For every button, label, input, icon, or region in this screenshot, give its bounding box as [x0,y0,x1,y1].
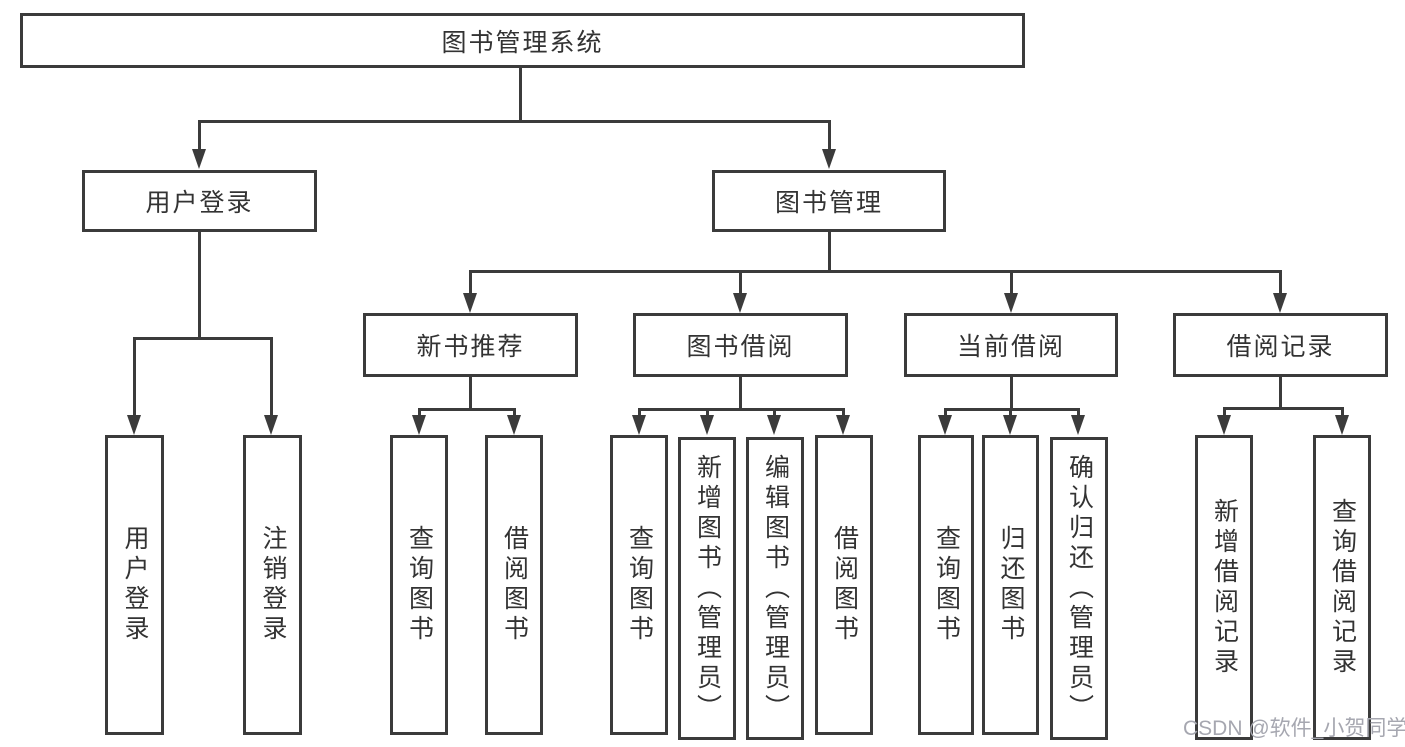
node-query-books-current: 查询图书 [918,435,974,735]
connector-line [1077,408,1080,418]
node-current-borrow: 当前借阅 [904,313,1118,377]
connector-line [638,408,641,418]
watermark-text: CSDN @软件_小贺同学 [1183,717,1405,740]
node-label: 编辑图书（管理员） [761,453,790,724]
node-user-login: 用户登录 [82,170,317,232]
connector-arrow [463,293,477,313]
connector-line [739,377,742,411]
connector-line [1223,407,1226,418]
node-label: 当前借阅 [956,333,1065,361]
connector-arrow [1003,415,1017,435]
connector-line [133,337,136,418]
connector-line [1010,270,1013,296]
node-label: 图书管理系统 [441,28,604,57]
node-label: 新增图书（管理员） [693,453,722,724]
node-borrow-records: 借阅记录 [1173,313,1388,377]
node-label: 查询图书 [932,525,961,645]
connector-arrow [938,415,952,435]
connector-line [198,120,201,152]
node-label: 借阅图书 [500,525,529,645]
node-user-login-leaf: 用户登录 [105,435,164,735]
node-return-books: 归还图书 [982,435,1039,735]
node-query-books-borrow: 查询图书 [610,435,668,735]
connector-arrow [836,415,850,435]
connector-arrow [822,149,836,169]
connector-arrow [1273,293,1287,313]
connector-line [638,408,845,411]
node-label: 查询借阅记录 [1328,497,1357,678]
node-label: 查询图书 [405,525,434,645]
connector-line [418,408,516,411]
node-label: 图书管理 [774,189,883,217]
connector-arrow [192,149,206,169]
connector-line [1279,377,1282,410]
connector-arrow [1217,415,1231,435]
node-borrow-books: 借阅图书 [815,435,873,735]
connector-arrow [733,293,747,313]
node-root: 图书管理系统 [20,13,1025,68]
node-edit-books-admin: 编辑图书（管理员） [746,437,804,740]
connector-line [1010,377,1013,411]
node-label: 归还图书 [997,525,1025,645]
node-confirm-return-admin: 确认归还（管理员） [1050,437,1108,740]
connector-line [270,337,273,418]
node-add-books-admin: 新增图书（管理员） [678,437,736,740]
connector-line [513,408,516,418]
node-query-borrow-record: 查询借阅记录 [1313,435,1371,740]
connector-arrow [1071,415,1085,435]
connector-line [469,270,1282,273]
node-label: 用户登录 [121,525,149,645]
connector-line [469,270,472,296]
node-label: 注销登录 [259,525,287,645]
node-book-management: 图书管理 [712,170,946,232]
connector-line [418,408,421,418]
connector-arrow [767,415,781,435]
connector-arrow [1335,415,1349,435]
connector-arrow [1004,293,1018,313]
connector-arrow [412,415,426,435]
connector-line [1223,407,1343,410]
connector-line [1279,270,1282,296]
connector-line [133,337,273,340]
node-label: 借阅图书 [830,525,859,645]
node-query-books-recommend: 查询图书 [390,435,448,735]
connector-arrow [700,415,714,435]
connector-arrow [264,415,278,435]
node-add-borrow-record: 新增借阅记录 [1195,435,1253,740]
connector-line [469,377,472,411]
node-label: 借阅记录 [1226,333,1335,361]
node-borrow-books-recommend: 借阅图书 [485,435,543,735]
node-label: 查询图书 [625,525,654,645]
connector-line [1341,407,1344,418]
node-label: 新书推荐 [416,333,525,361]
node-new-book-recommend: 新书推荐 [363,313,578,377]
connector-line [944,408,947,418]
connector-line [1009,408,1012,418]
node-label: 用户登录 [145,189,254,217]
node-label: 新增借阅记录 [1210,497,1239,678]
node-logout: 注销登录 [243,435,302,735]
connector-line [519,68,522,120]
connector-line [706,408,709,418]
connector-line [773,408,776,418]
connector-line [198,232,201,337]
connector-arrow [127,415,141,435]
node-book-borrow: 图书借阅 [633,313,848,377]
connector-line [828,120,831,152]
connector-line [842,408,845,418]
connector-line [198,120,831,123]
node-label: 图书借阅 [686,333,795,361]
node-label: 确认归还（管理员） [1065,453,1094,724]
connector-line [828,232,831,270]
connector-arrow [632,415,646,435]
connector-arrow [507,415,521,435]
connector-line [739,270,742,296]
